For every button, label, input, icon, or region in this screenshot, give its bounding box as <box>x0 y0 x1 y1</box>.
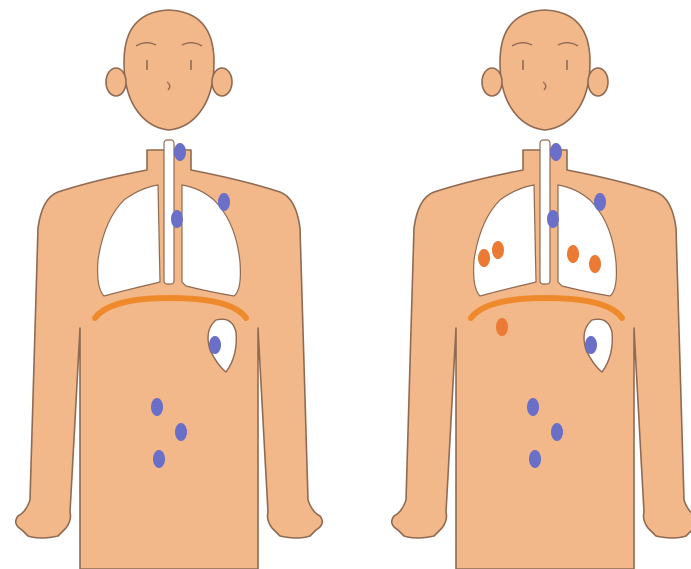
blue-node-neck <box>550 143 562 161</box>
blue-node-neck <box>174 143 186 161</box>
right-ear <box>588 68 608 96</box>
blue-node-mediastinum <box>171 210 183 228</box>
head <box>500 10 590 130</box>
blue-node-abdomen-2 <box>175 423 187 441</box>
blue-node-spleen <box>209 336 221 354</box>
blue-node-left-chest-upper <box>218 193 230 211</box>
trachea <box>164 140 174 284</box>
left-ear <box>106 68 126 96</box>
right-ear <box>212 68 232 96</box>
trachea <box>540 140 550 284</box>
blue-node-abdomen-2 <box>551 423 563 441</box>
orange-node-liver <box>496 318 508 336</box>
orange-node-left-lung-2 <box>589 255 601 273</box>
orange-node-right-lung-1 <box>478 249 490 267</box>
orange-node-left-lung-1 <box>567 245 579 263</box>
blue-node-abdomen-1 <box>527 398 539 416</box>
left-ear <box>482 68 502 96</box>
left-figure <box>16 10 323 569</box>
blue-node-mediastinum <box>547 210 559 228</box>
blue-node-abdomen-1 <box>151 398 163 416</box>
blue-node-abdomen-3 <box>153 450 165 468</box>
head <box>124 10 214 130</box>
right-figure <box>392 10 691 569</box>
blue-node-abdomen-3 <box>529 450 541 468</box>
orange-node-right-lung-2 <box>492 241 504 259</box>
blue-node-spleen <box>585 336 597 354</box>
blue-node-left-chest-upper <box>594 193 606 211</box>
